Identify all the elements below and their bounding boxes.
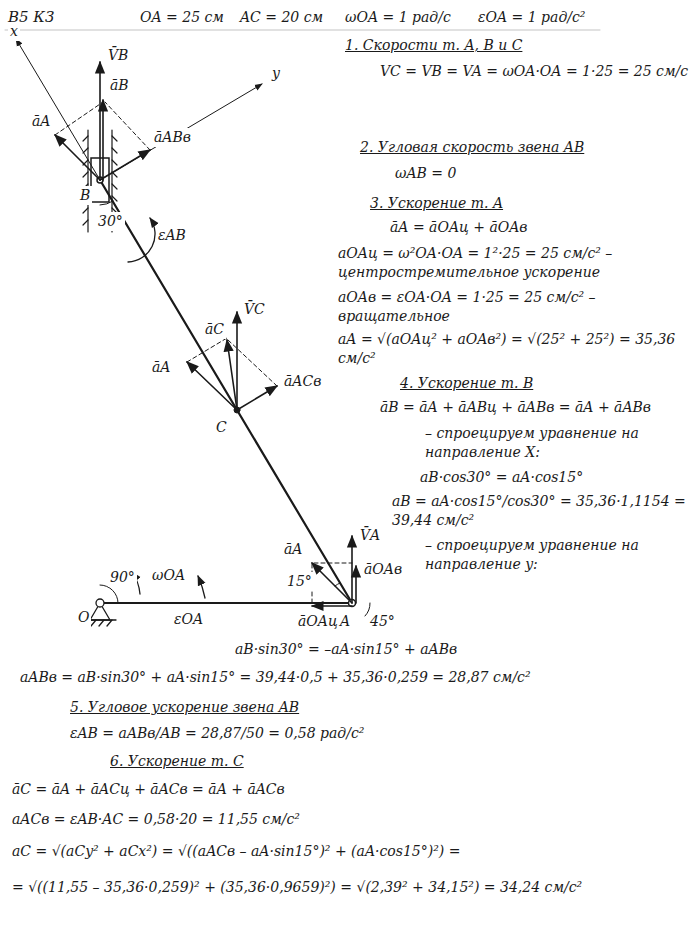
figure-label: O <box>76 608 91 627</box>
figure-label: V̄B <box>106 46 130 65</box>
link-ab <box>100 180 352 603</box>
axis-x <box>16 39 100 180</box>
figure-label: āA <box>30 112 52 131</box>
figure-label: V̄C <box>242 300 267 319</box>
figure-label: 45° <box>368 612 397 631</box>
formula-line: āC = āA + āACц + āACв = āA + āACв <box>12 780 285 799</box>
figure-label: āOAц <box>296 612 340 631</box>
given-data: AC = 20 см <box>240 8 323 27</box>
figure-label: y <box>270 64 282 83</box>
section-heading: 6. Ускорение т. C <box>110 752 244 771</box>
figure-label: V̄A <box>358 526 382 545</box>
figure-label: B <box>78 186 92 205</box>
figure-label: εOA <box>172 610 205 629</box>
axis-y <box>100 84 262 180</box>
crank-oa <box>100 602 352 604</box>
given-data: εOA = 1 рад/с² <box>478 8 585 27</box>
figure-label: 30° <box>96 212 125 231</box>
formula-line: aB·cos30° = aA·cos15° <box>420 468 583 487</box>
formula-line: aACв = εAB·AC = 0,58·20 = 11,55 см/с² <box>12 810 300 829</box>
formula-line: ωAB = 0 <box>395 164 456 183</box>
figure-label: x <box>8 22 20 41</box>
figure-label: āB <box>108 76 131 95</box>
vectors-c <box>187 312 277 410</box>
formula-line: aB·sin30° = –aA·sin15° + aABв <box>235 640 457 659</box>
section-heading: 4. Ускорение т. B <box>400 374 533 393</box>
figure-label: εAB <box>156 226 188 245</box>
formula-line: VC = VB = VA = ωOA·OA = 1·25 = 25 см/с <box>380 62 688 81</box>
formula-line: = √((11,55 – 35,36·0,259)² + (35,36·0,96… <box>12 878 582 897</box>
figure-label: āABв <box>152 128 193 147</box>
formula-line: aOAц = ω²OA·OA = 1²·25 = 25 см/с² – цент… <box>338 244 688 282</box>
given-data: ωOA = 1 рад/с <box>345 8 451 27</box>
formula-line: aB = aA·cos15°/cos30° = 35,36·1,1154 = 3… <box>392 492 692 530</box>
section-heading: 1. Скорости т. A, B и C <box>345 36 522 55</box>
section-heading: 5. Угловое ускорение звена AB <box>70 698 299 717</box>
formula-line: aOAв = εOA·OA = 1·25 = 25 см/с² – вращат… <box>338 288 693 326</box>
formula-line: εAB = aABв/AB = 28,87/50 = 0,58 рад/с² <box>70 724 364 743</box>
figure-label: āA <box>282 540 304 559</box>
section-heading: 3. Ускорение т. A <box>370 194 503 213</box>
figure-label: āACв <box>282 372 323 391</box>
figure-label: 90° <box>108 568 137 587</box>
header-rule <box>5 30 600 31</box>
figure-label: ωOA <box>150 566 187 585</box>
formula-line: āA = āOAц + āOAв <box>390 218 528 237</box>
figure-label: C <box>214 418 229 437</box>
figure-label: A <box>338 612 352 631</box>
section-heading: 2. Угловая скорость звена AB <box>360 138 584 157</box>
angular-accel-arc <box>198 576 205 598</box>
formula-line: – спроецируем уравнение на направление X… <box>425 424 685 462</box>
formula-line: āB = āA + āABц + āABв = āA + āABв <box>380 398 651 417</box>
figure-label: āOAв <box>362 560 404 579</box>
right-angle-arc <box>100 585 118 603</box>
formula-line: aABв = aB·sin30° + aA·sin15° = 39,44·0,5… <box>20 668 531 687</box>
angular-accel-arc <box>128 218 155 262</box>
figure-label: āC <box>203 320 226 339</box>
formula-line: aC = √(aCy² + aCx²) = √((aACв – aA·sin15… <box>12 842 460 861</box>
vectors-b <box>55 62 150 205</box>
formula-line: – спроецируем уравнение на направление y… <box>425 536 685 574</box>
formula-line: aA = √(aOAц² + aOAв²) = √(25² + 25²) = 3… <box>338 330 693 368</box>
figure-label: āA <box>150 358 172 377</box>
given-data: OA = 25 см <box>140 8 224 27</box>
figure-label: 15° <box>285 572 314 591</box>
